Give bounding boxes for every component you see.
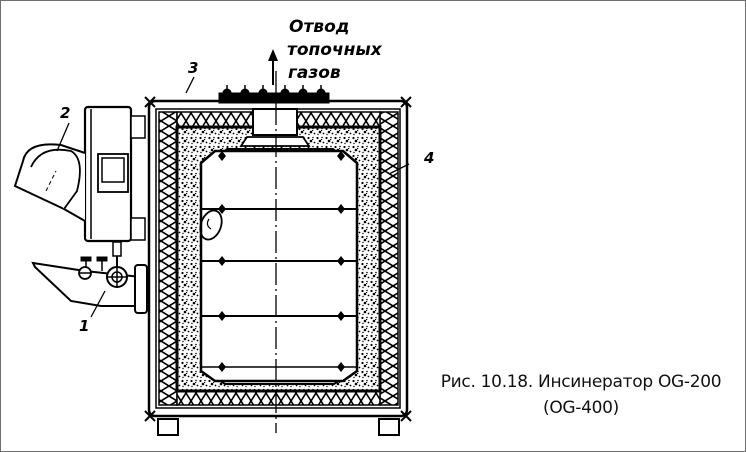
burner-assembly bbox=[31, 241, 148, 314]
caption-line-2: (OG-400) bbox=[542, 398, 619, 418]
control-cabinet bbox=[83, 105, 146, 243]
flue-gas-label-line1: Отвод bbox=[289, 17, 350, 37]
support-feet bbox=[157, 418, 400, 436]
loading-hopper bbox=[13, 143, 86, 222]
callout-4: 4 bbox=[424, 149, 435, 167]
combustion-chamber bbox=[199, 149, 359, 383]
flue-gas-label-line2: топочных bbox=[287, 40, 382, 60]
callout-2: 2 bbox=[60, 104, 71, 122]
callout-3: 3 bbox=[188, 59, 199, 77]
callout-1: 1 bbox=[79, 317, 90, 335]
leader-lines bbox=[56, 76, 410, 318]
caption-line-1: Рис. 10.18. Инсинератор OG-200 bbox=[440, 372, 722, 392]
insulation-layer-4 bbox=[158, 111, 399, 406]
flue-gas-label-line3: газов bbox=[288, 63, 341, 83]
figure-caption: Рис. 10.18. Инсинератор OG-200 (OG-400) bbox=[431, 369, 731, 421]
flue-outlet bbox=[218, 85, 330, 147]
flue-gas-arrow-icon bbox=[268, 49, 278, 85]
